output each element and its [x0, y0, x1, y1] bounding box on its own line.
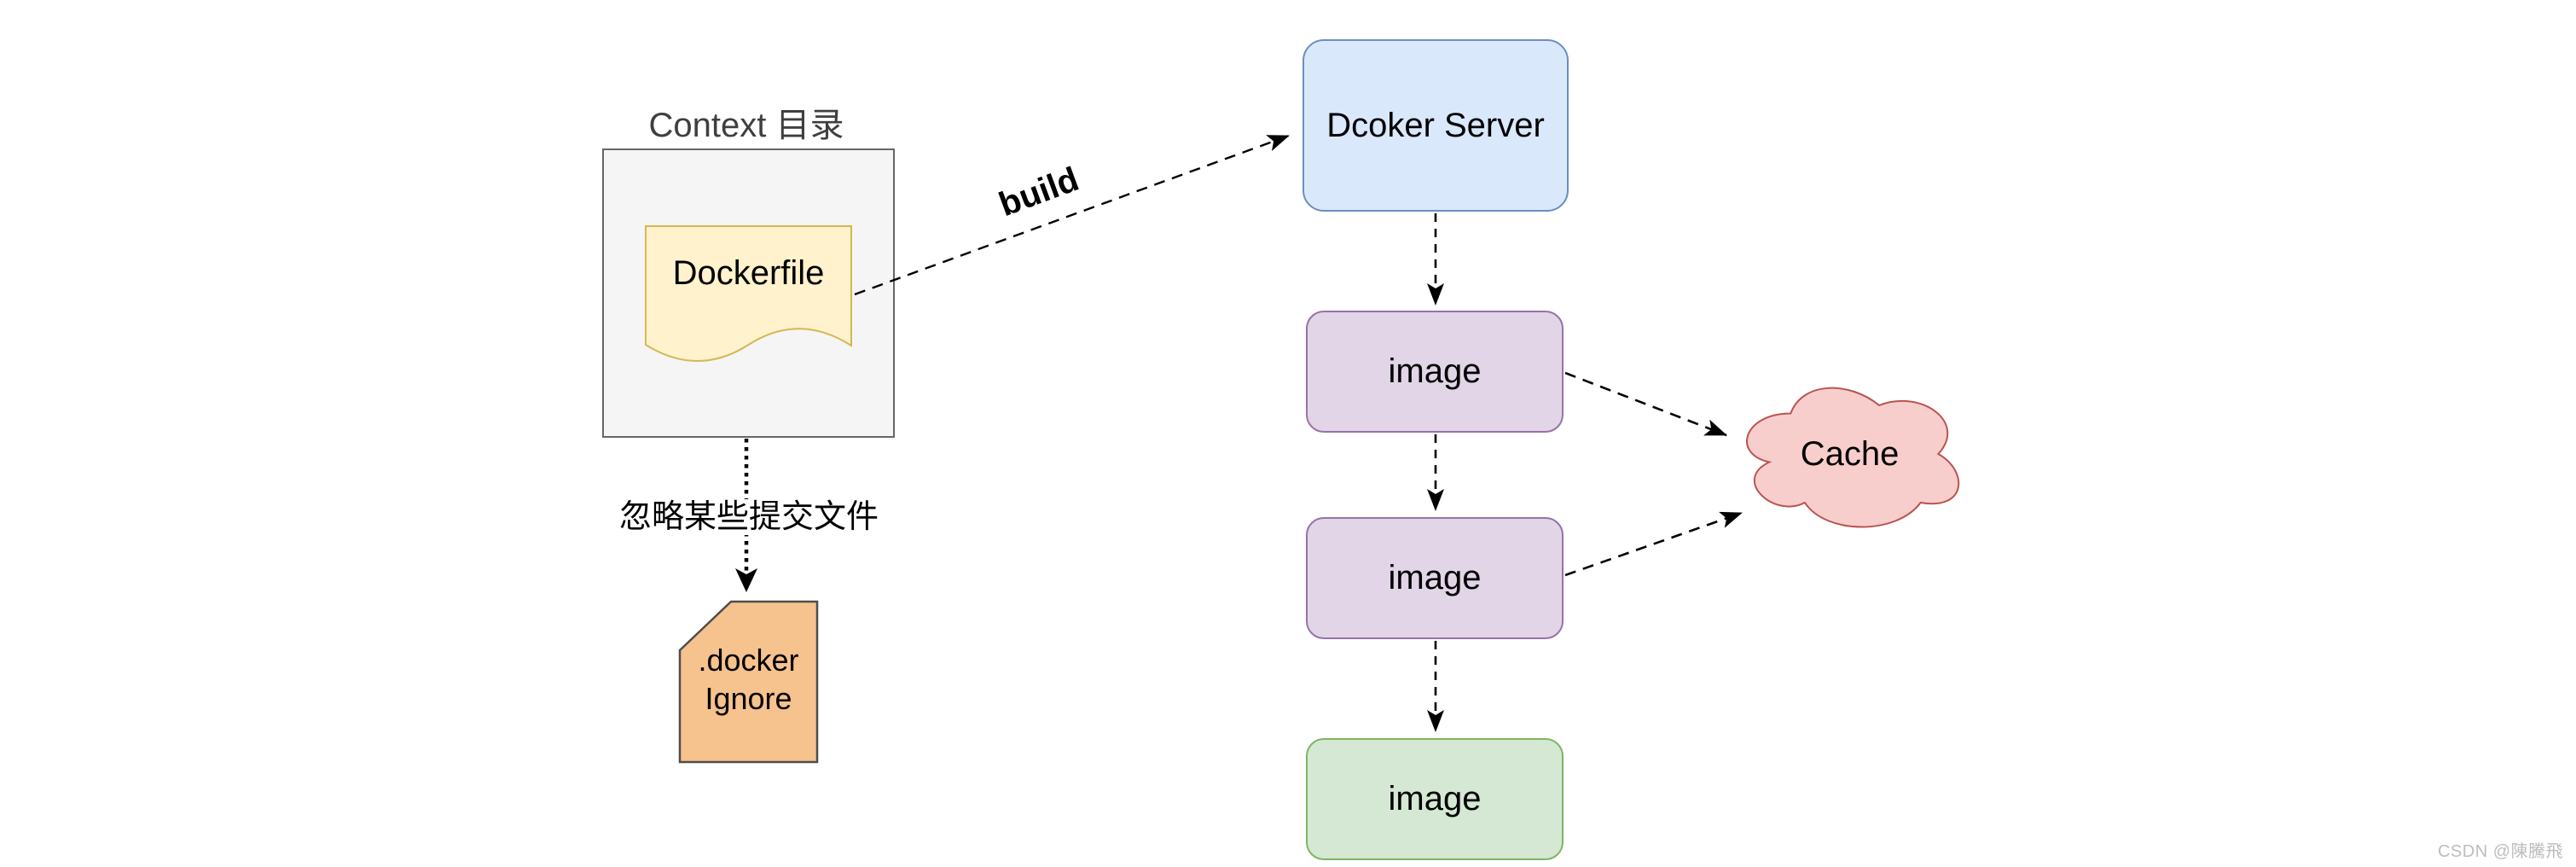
dockerignore-label: .docker Ignore: [680, 641, 817, 718]
docker-server-label: Dcoker Server: [1326, 106, 1545, 144]
edge-image1-to-cache: [1564, 371, 1727, 437]
ignore-edge-label: 忽略某些提交文件: [595, 499, 902, 536]
dockerignore-label-line1: .docker: [698, 643, 799, 678]
edge-build-arrow: [854, 134, 1290, 296]
csdn-watermark: CSDN @陳騰飛: [2437, 842, 2563, 861]
edge-image2-to-cache: [1564, 511, 1743, 577]
image3-node: [1306, 738, 1564, 860]
docker-server-node: [1303, 39, 1569, 212]
image1-node: [1306, 311, 1564, 433]
image3-label: image: [1388, 780, 1482, 818]
dockerignore-label-line2: Ignore: [705, 681, 792, 716]
context-directory-title: Context 目录: [648, 107, 844, 144]
image1-label: image: [1388, 352, 1482, 390]
image2-node: [1306, 517, 1564, 639]
image2-label: image: [1388, 559, 1482, 596]
dockerfile-document-shape: [645, 225, 852, 362]
dockerignore-note-shape: [678, 600, 819, 764]
dockerfile-label: Dockerfile: [672, 254, 825, 292]
cache-label: Cache: [1800, 434, 1900, 473]
cache-cloud-shape: [1746, 387, 1960, 528]
ignore-edge-label-text: 忽略某些提交文件: [615, 499, 882, 535]
